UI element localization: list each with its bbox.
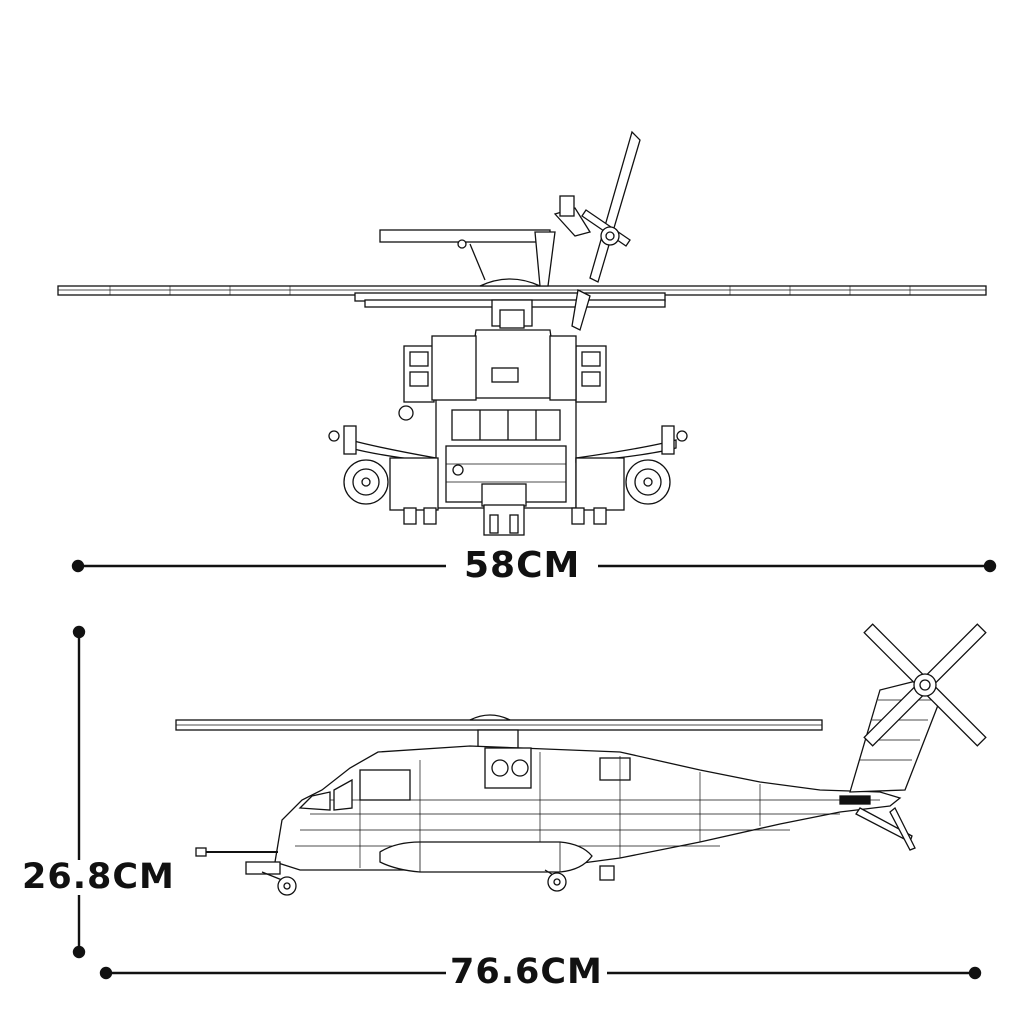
side-landing-gear <box>245 861 615 896</box>
front-tail-pylon <box>379 195 592 287</box>
length-dimension-label: 76.6CM <box>446 955 607 990</box>
height-dimension-label: 26.8CM <box>20 857 177 897</box>
front-main-rotor <box>57 278 987 329</box>
side-fuselage <box>195 745 902 873</box>
front-tail-rotor <box>571 130 641 331</box>
front-engines <box>398 335 607 421</box>
front-view-drawing <box>57 130 987 536</box>
side-main-rotor <box>175 714 823 753</box>
side-tail <box>849 679 941 851</box>
side-view-drawing <box>175 623 987 896</box>
front-landing-gear <box>328 425 688 525</box>
width-dimension-label: 58CM <box>446 548 599 584</box>
front-fuselage <box>435 329 577 536</box>
height-dimension-line <box>72 625 86 959</box>
side-tail-rotor <box>863 623 987 747</box>
